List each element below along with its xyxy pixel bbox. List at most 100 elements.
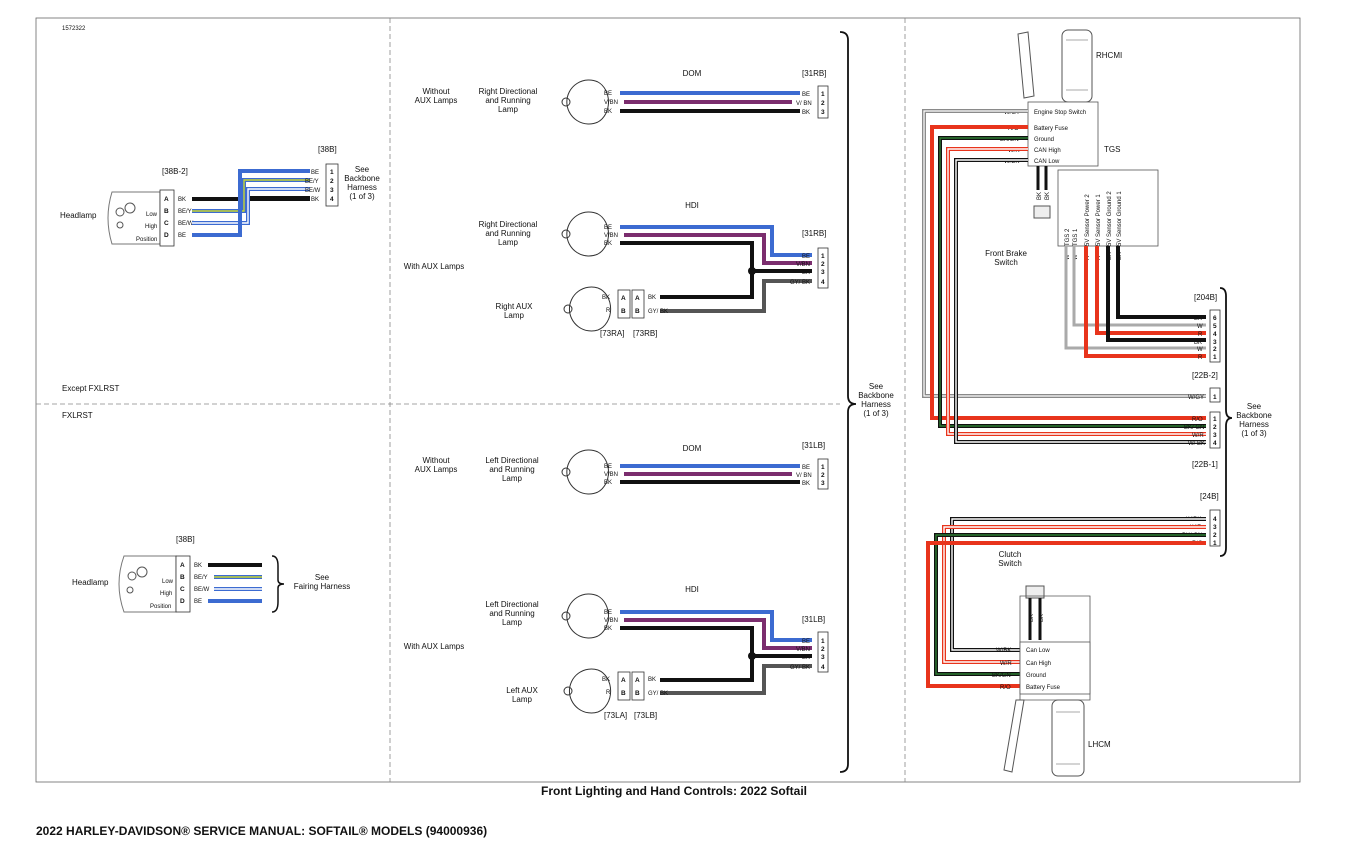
tgs-wire-r-a [1084,246,1206,358]
dom-right-wire-vbn: V/BN [604,100,618,106]
wire-label-bottom-bew: BE/W [194,587,210,593]
dom-left-end-be: BE [802,465,810,471]
c204-wire-4: BK [1194,340,1202,346]
without-aux-top-2: AUX Lamps [415,96,458,105]
pin-38b-1: 1 [330,169,334,176]
tgs-label-power2: 5V Sensor Power 2 [1085,194,1091,246]
except-fxlrst-label: Except FXLRST [62,384,119,393]
rh-harness-bkgn-stripe [939,137,1206,427]
c24b-pin-1: 1 [1213,540,1217,547]
hdi-left-wire-be: BE [604,610,612,616]
pin-73ra-a: A [621,295,626,302]
connector-22b1-body [1209,411,1221,449]
diagram-frame [35,17,1301,783]
aux-right-wire-r: R [606,308,611,314]
mode-high-top: High [145,224,157,230]
c204-wire-6: R [1198,355,1203,361]
c22b1-wire-3: W/R [1192,433,1204,439]
pin-31lb-top-2: 2 [821,472,825,479]
tgs-wire-w-b [1072,246,1206,327]
aux-lamp-icon-left [563,668,612,714]
dom-left-end-vbn: V/ BN [796,473,812,479]
left-aux-1: Left AUX [506,686,538,695]
pin-b-top: B [164,208,169,215]
wire-hdi-left-be [620,610,812,642]
c204-pin-5: 5 [1213,323,1217,330]
wire-label-bottom-be: BE [194,599,202,605]
connector-22b1-label: [22B-1] [1192,460,1218,469]
headlamp-bulb-top-1 [115,207,125,217]
connector-31lb-top-body [817,458,829,490]
splice-right [748,267,756,275]
lh-row-battery-fuse: Battery Fuse [1026,685,1061,691]
wire-hdi-right-bk [620,241,812,273]
front-brake-2: Switch [994,258,1018,267]
rh-row-ground: Ground [1034,137,1054,143]
hdi-right-wire-bk: BK [604,241,612,247]
pin-73la-b: B [621,690,626,697]
see-backbone-right-4: (1 of 3) [1241,429,1267,438]
headlamp-housing-top [107,191,161,245]
left-lamp-hdi-2: and Running [489,609,534,618]
connector-73la-label: [73LA] [604,711,627,720]
connector-22b2-label: [22B-2] [1192,371,1218,380]
lh-harness-bkgn-stripe [935,534,1206,675]
mode-high-bottom: High [160,591,172,597]
left-lamp-dom-3: Lamp [502,474,523,483]
dom-right-end-vbn: V/ BN [796,101,812,107]
wire-hdi-right-gybk [660,279,812,313]
pin-31lb-top-3: 3 [821,480,825,487]
tgs-label: TGS [1104,145,1120,154]
dom-right-wire-be: BE [604,91,612,97]
tgs-wire-r-b [1095,246,1206,335]
headlamp-housing-bottom [118,555,177,613]
hdi-right-end-vbn: V/BN [796,262,810,268]
pin-73lb-b: B [635,690,640,697]
c22b1-wire-2: BK/ GN [1184,425,1204,431]
rh-row-can-low: CAN Low [1034,159,1060,165]
connector-73rb-label: [73RB] [633,329,657,338]
wire-label-top-bey: BE/Y [178,209,192,215]
without-aux-top-1: Without [422,87,450,96]
see-backbone-right-3: Harness [1239,420,1269,429]
pin-a-top: A [164,196,169,203]
connector-38b-label: [38B] [318,145,337,154]
wire-hdi-left-v [624,618,812,650]
wire-hdi-right-v [624,233,812,265]
without-aux-bottom-2: AUX Lamps [415,465,458,474]
lamp-icon-left-hdi [561,593,609,639]
c204-wire-3: R [1198,332,1203,338]
pin-31lb-hdi-1: 1 [821,638,825,645]
lh-harness-wbk-stripe [951,518,1206,651]
pin-31lb-top-1: 1 [821,464,825,471]
lamp-icon-right-dom [561,79,609,125]
rh-bk-2: BK [1045,192,1051,200]
front-brake-1: Front Brake [985,249,1027,258]
wire-end-top-2: BE/Y [305,179,319,185]
aux-left-out-bk: BK [648,677,656,683]
rh-row-battery-fuse: Battery Fuse [1034,126,1069,132]
pin-31rb-hdi-1: 1 [821,253,825,260]
aux-left-out-gybk: GY/ BK [648,691,668,697]
connector-204b-label: [204B] [1194,293,1217,302]
pin-73rb-a: A [635,295,640,302]
dom-left-end-bk: BK [802,481,810,487]
lh-harness-wbk [950,517,1206,652]
pin-31rb-top-3: 3 [821,109,825,116]
hdi-right-end-bk: BK [802,270,810,276]
lh-row-ground: Ground [1026,673,1046,679]
rhcm-grip [1017,29,1093,103]
splice-left [748,652,756,660]
pin-d-bottom: D [180,598,185,605]
tgs-label-tgs1: TGS 1 [1073,228,1079,246]
rh-harness-wgy-stripe [923,110,1206,397]
without-aux-bottom-1: Without [422,456,450,465]
right-lamp-dom-3: Lamp [498,105,519,114]
right-aux-1: Right AUX [496,302,534,311]
hdi-right-wire-be: BE [604,225,612,231]
tgs-label-ground1: 5V Sensor Ground 1 [1117,191,1123,246]
hdi-left-end-be: BE [802,639,810,645]
dom-right-wire-bk: BK [604,109,612,115]
connector-31lb-label-top: [31LB] [802,441,825,450]
connector-22b2-body [1209,387,1221,403]
